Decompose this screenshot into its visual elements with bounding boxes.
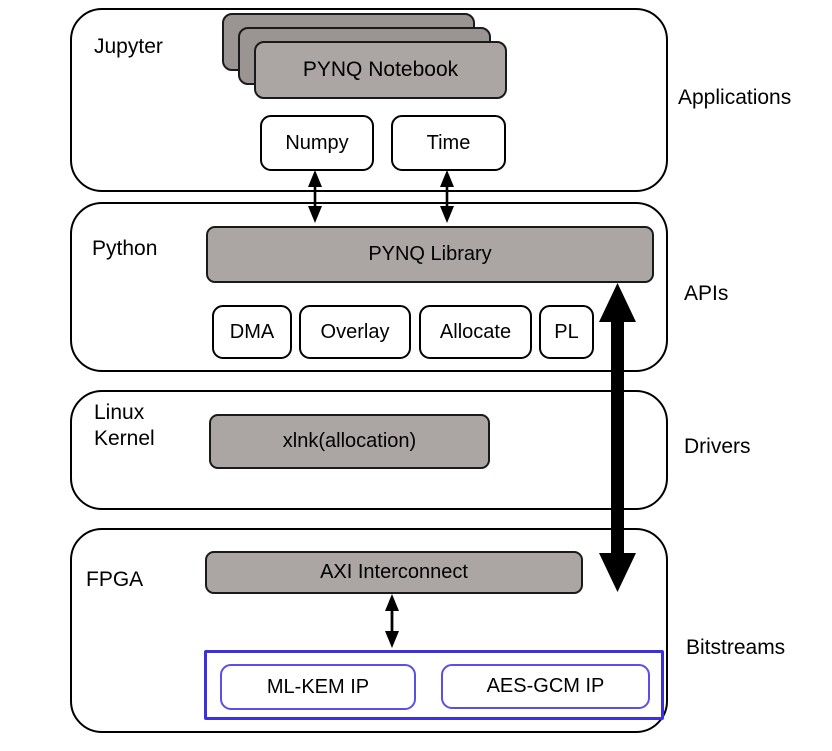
ml-kem-ip-box: ML-KEM IP <box>220 664 416 710</box>
jupyter-section: Jupyter PYNQ Notebook Numpy Time <box>70 8 668 192</box>
linux-kernel-section: Linux Kernel xlnk(allocation) <box>70 390 668 510</box>
overlay-label: Overlay <box>320 320 390 343</box>
dma-label: DMA <box>229 320 275 343</box>
numpy-label: Numpy <box>285 131 349 154</box>
xlnk-box: xlnk(allocation) <box>209 414 490 469</box>
numpy-box: Numpy <box>260 115 374 171</box>
applications-side-label: Applications <box>678 86 792 109</box>
allocate-box: Allocate <box>419 305 532 359</box>
pynq-library-box: PYNQ Library <box>206 226 654 283</box>
fpga-section-label: FPGA <box>86 568 144 591</box>
axi-interconnect-label: AXI Interconnect <box>320 561 468 583</box>
overlay-box: Overlay <box>299 305 411 359</box>
aes-gcm-ip-box: AES-GCM IP <box>441 664 650 709</box>
linux-kernel-section-label: Linux Kernel <box>94 401 155 451</box>
python-section: Python PYNQ Library DMA Overlay Allocate… <box>70 202 668 372</box>
fpga-section: FPGA AXI Interconnect ML-KEM IP AES-GCM … <box>70 528 668 733</box>
bitstreams-side-label: Bitstreams <box>686 636 786 659</box>
aes-gcm-ip-label: AES-GCM IP <box>486 675 605 697</box>
ip-cores-container: ML-KEM IP AES-GCM IP <box>204 650 664 720</box>
pl-box: PL <box>539 305 594 359</box>
python-section-label: Python <box>92 237 158 260</box>
axi-interconnect-box: AXI Interconnect <box>205 551 583 594</box>
jupyter-section-label: Jupyter <box>94 35 163 58</box>
apis-side-label: APIs <box>684 282 729 305</box>
allocate-label: Allocate <box>439 320 512 343</box>
pynq-notebook-box: PYNQ Notebook <box>254 41 507 99</box>
pynq-notebook-label: PYNQ Notebook <box>302 58 459 81</box>
xlnk-label: xlnk(allocation) <box>282 430 417 452</box>
time-label: Time <box>426 131 471 154</box>
pynq-library-label: PYNQ Library <box>368 243 492 265</box>
time-box: Time <box>391 115 506 171</box>
ml-kem-ip-label: ML-KEM IP <box>266 675 370 698</box>
dma-box: DMA <box>212 305 292 359</box>
pl-label: PL <box>554 320 579 343</box>
drivers-side-label: Drivers <box>684 435 751 458</box>
